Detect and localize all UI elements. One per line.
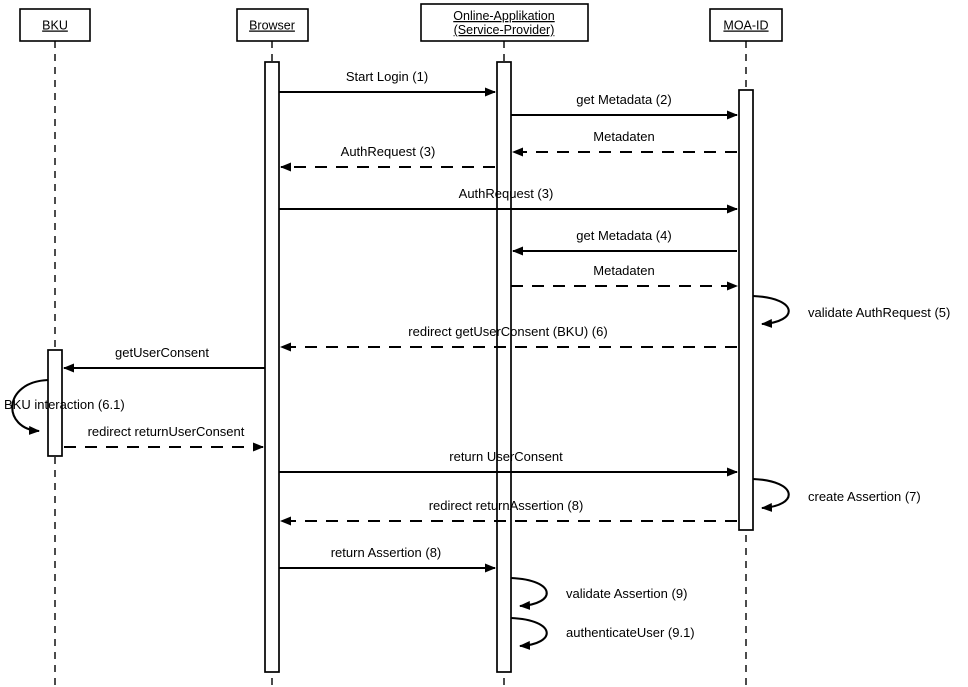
message-10[interactable]: redirect returnUserConsent <box>64 424 264 452</box>
message-1[interactable]: Start Login (1) <box>279 69 496 97</box>
self-message-loop <box>11 378 49 435</box>
self-bku-interaction[interactable]: BKU interaction (6.1) <box>4 378 125 435</box>
message-13[interactable]: return Assertion (8) <box>279 545 496 573</box>
message-label: AuthRequest (3) <box>459 186 554 201</box>
lifeline-header-box[interactable] <box>709 8 783 42</box>
lifeline-header-box[interactable] <box>236 8 309 42</box>
message-label: Metadaten <box>593 129 654 144</box>
message-6[interactable]: get Metadata (4) <box>512 228 737 256</box>
self-message-label: authenticateUser (9.1) <box>566 625 695 640</box>
lifeline-label: Online-Applikation <box>453 9 554 23</box>
self-message-loop <box>510 616 548 650</box>
self-message-label: BKU interaction (6.1) <box>4 397 125 412</box>
messages-layer: Start Login (1) get Metadata (2) Metadaten… <box>63 69 738 573</box>
message-label: redirect getUserConsent (BKU) (6) <box>408 324 607 339</box>
activation-bar-bku[interactable] <box>47 349 63 457</box>
message-3[interactable]: Metadaten <box>512 129 737 157</box>
self-message-label: validate AuthRequest (5) <box>808 305 950 320</box>
self-validate-authrequest[interactable]: validate AuthRequest (5) <box>752 294 950 328</box>
message-label: redirect returnUserConsent <box>88 424 245 439</box>
self-message-loop <box>752 477 790 512</box>
lifeline-label: BKU <box>42 19 68 33</box>
message-9[interactable]: getUserConsent <box>63 345 265 373</box>
message-label: Start Login (1) <box>346 69 428 84</box>
message-11[interactable]: return UserConsent <box>279 449 738 477</box>
message-label: get Metadata (4) <box>576 228 671 243</box>
message-label: return UserConsent <box>449 449 563 464</box>
self-messages-layer: validate AuthRequest (5) BKU interaction … <box>4 294 950 650</box>
lifeline-header-box[interactable] <box>19 8 91 42</box>
message-label: Metadaten <box>593 263 654 278</box>
self-message-label: create Assertion (7) <box>808 489 921 504</box>
message-8[interactable]: redirect getUserConsent (BKU) (6) <box>280 324 737 352</box>
lifeline-label: (Service-Provider) <box>454 23 555 37</box>
message-12[interactable]: redirect returnAssertion (8) <box>280 498 737 526</box>
activation-bar-moaid[interactable] <box>738 89 754 531</box>
message-5[interactable]: AuthRequest (3) <box>279 186 738 214</box>
message-label: getUserConsent <box>115 345 209 360</box>
self-create-assertion[interactable]: create Assertion (7) <box>752 477 921 512</box>
self-message-loop <box>510 576 548 610</box>
self-message-label: validate Assertion (9) <box>566 586 687 601</box>
self-authenticate-user[interactable]: authenticateUser (9.1) <box>510 616 695 650</box>
lifeline-bku[interactable]: BKU <box>19 8 91 687</box>
message-label: AuthRequest (3) <box>341 144 436 159</box>
message-7[interactable]: Metadaten <box>511 263 738 291</box>
lifeline-header-box[interactable] <box>420 3 589 42</box>
self-message-loop <box>752 294 790 328</box>
self-validate-assertion[interactable]: validate Assertion (9) <box>510 576 687 610</box>
activation-bar-browser[interactable] <box>264 61 280 673</box>
activations-layer <box>47 61 754 673</box>
message-2[interactable]: get Metadata (2) <box>511 92 738 120</box>
activation-bar-oa[interactable] <box>496 61 512 673</box>
message-label: get Metadata (2) <box>576 92 671 107</box>
lifeline-label: MOA-ID <box>723 19 768 33</box>
message-label: return Assertion (8) <box>331 545 442 560</box>
message-label: redirect returnAssertion (8) <box>429 498 584 513</box>
lifeline-label: Browser <box>249 19 295 33</box>
message-4[interactable]: AuthRequest (3) <box>280 144 495 172</box>
